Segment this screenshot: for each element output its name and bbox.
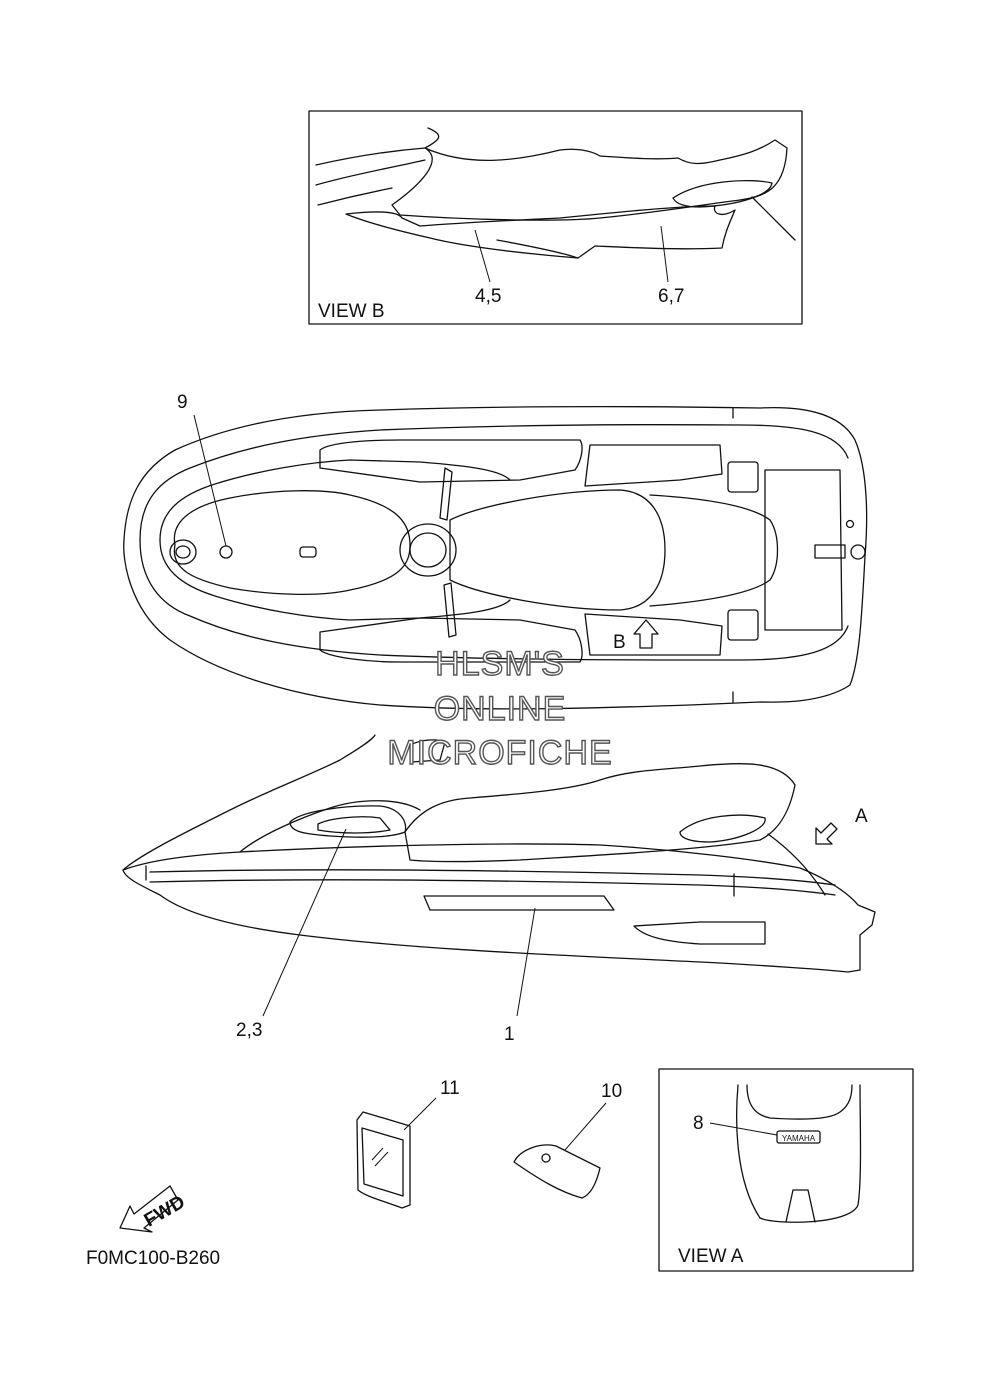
view-a-label: VIEW A — [678, 1246, 744, 1267]
callout-9: 9 — [177, 392, 188, 413]
view-a-inset: YAMAHA — [658, 1068, 914, 1272]
callout-8: 8 — [693, 1113, 704, 1134]
view-a-arrow-icon — [815, 822, 838, 845]
callout-1: 1 — [504, 1024, 515, 1045]
callout-10: 10 — [601, 1081, 622, 1102]
watermark-line-3: MICROFICHE — [387, 734, 612, 772]
view-a-frame — [658, 1068, 914, 1272]
view-b-label: VIEW B — [318, 301, 385, 322]
watermark-line-1: HLSM'S — [435, 645, 565, 683]
view-b-inset — [308, 110, 803, 325]
fwd-arrow-icon — [119, 1185, 179, 1233]
top-view — [123, 406, 868, 710]
view-b-arrow-icon — [633, 619, 659, 649]
callout-11: 11 — [440, 1078, 460, 1099]
fwd-label: FWD — [141, 1192, 189, 1232]
figure-code: F0MC100-B260 — [86, 1248, 220, 1269]
callout-2-3: 2,3 — [236, 1020, 262, 1041]
callout-4-5: 4,5 — [475, 286, 501, 307]
view-b-frame — [308, 110, 803, 325]
yamaha-logo-decal — [776, 1130, 821, 1144]
yamaha-logo-text: YAMAHA — [782, 1134, 816, 1143]
part-11-decal — [356, 1097, 437, 1209]
part-10-pouch — [513, 1102, 607, 1199]
callout-a: A — [855, 806, 868, 827]
callout-b: B — [613, 632, 626, 653]
watermark-line-2: ONLINE — [434, 690, 567, 728]
callout-6-7: 6,7 — [658, 286, 684, 307]
side-view — [122, 734, 876, 1017]
